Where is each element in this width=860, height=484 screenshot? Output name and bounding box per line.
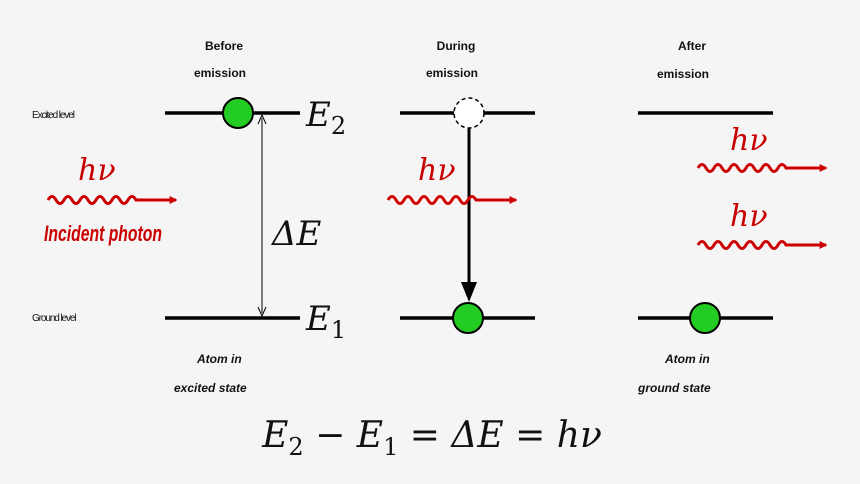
emitted-photon-1-hnu: hν bbox=[730, 123, 768, 158]
delta-e-label: ΔE bbox=[270, 214, 322, 254]
after-state-line1: Atom in bbox=[664, 352, 710, 366]
during-photon-wave bbox=[386, 195, 518, 205]
excited-electron bbox=[222, 97, 254, 129]
during-caption-line1: During bbox=[437, 39, 476, 53]
ground-electron-after bbox=[689, 302, 721, 334]
energy-gap-arrowhead-bottom bbox=[257, 306, 267, 318]
before-state-line1: Atom in bbox=[196, 352, 242, 366]
electron-former-position bbox=[453, 97, 485, 129]
emitted-photon-2-wave bbox=[696, 240, 828, 250]
after-caption-line1: After bbox=[678, 39, 706, 53]
excited-level-label: Excited level bbox=[32, 110, 75, 121]
during-photon-hnu: hν bbox=[418, 153, 456, 188]
transition-arrowhead bbox=[461, 282, 477, 302]
before-caption-line1: Before bbox=[205, 39, 243, 53]
incident-photon-label: Incident photon bbox=[44, 221, 162, 246]
after-state-line2: ground state bbox=[637, 381, 711, 395]
before-caption-line2: emission bbox=[194, 66, 246, 80]
ground-electron-during bbox=[452, 302, 484, 334]
emitted-photon-1-wave bbox=[696, 163, 828, 173]
energy-gap-arrowhead-top bbox=[257, 113, 267, 125]
e2-label: E2 bbox=[305, 95, 346, 140]
after-caption-line2: emission bbox=[657, 67, 709, 81]
e1-label: E1 bbox=[305, 299, 346, 344]
incident-photon-wave bbox=[46, 195, 178, 205]
ground-level-label: Ground level bbox=[32, 313, 76, 324]
emitted-photon-2-hnu: hν bbox=[730, 199, 768, 234]
energy-equation: E2 − E1 = ΔE = hν bbox=[261, 415, 602, 461]
before-state-line2: excited state bbox=[174, 381, 247, 395]
during-caption-line2: emission bbox=[426, 66, 478, 80]
incident-photon-hnu: hν bbox=[78, 153, 116, 188]
